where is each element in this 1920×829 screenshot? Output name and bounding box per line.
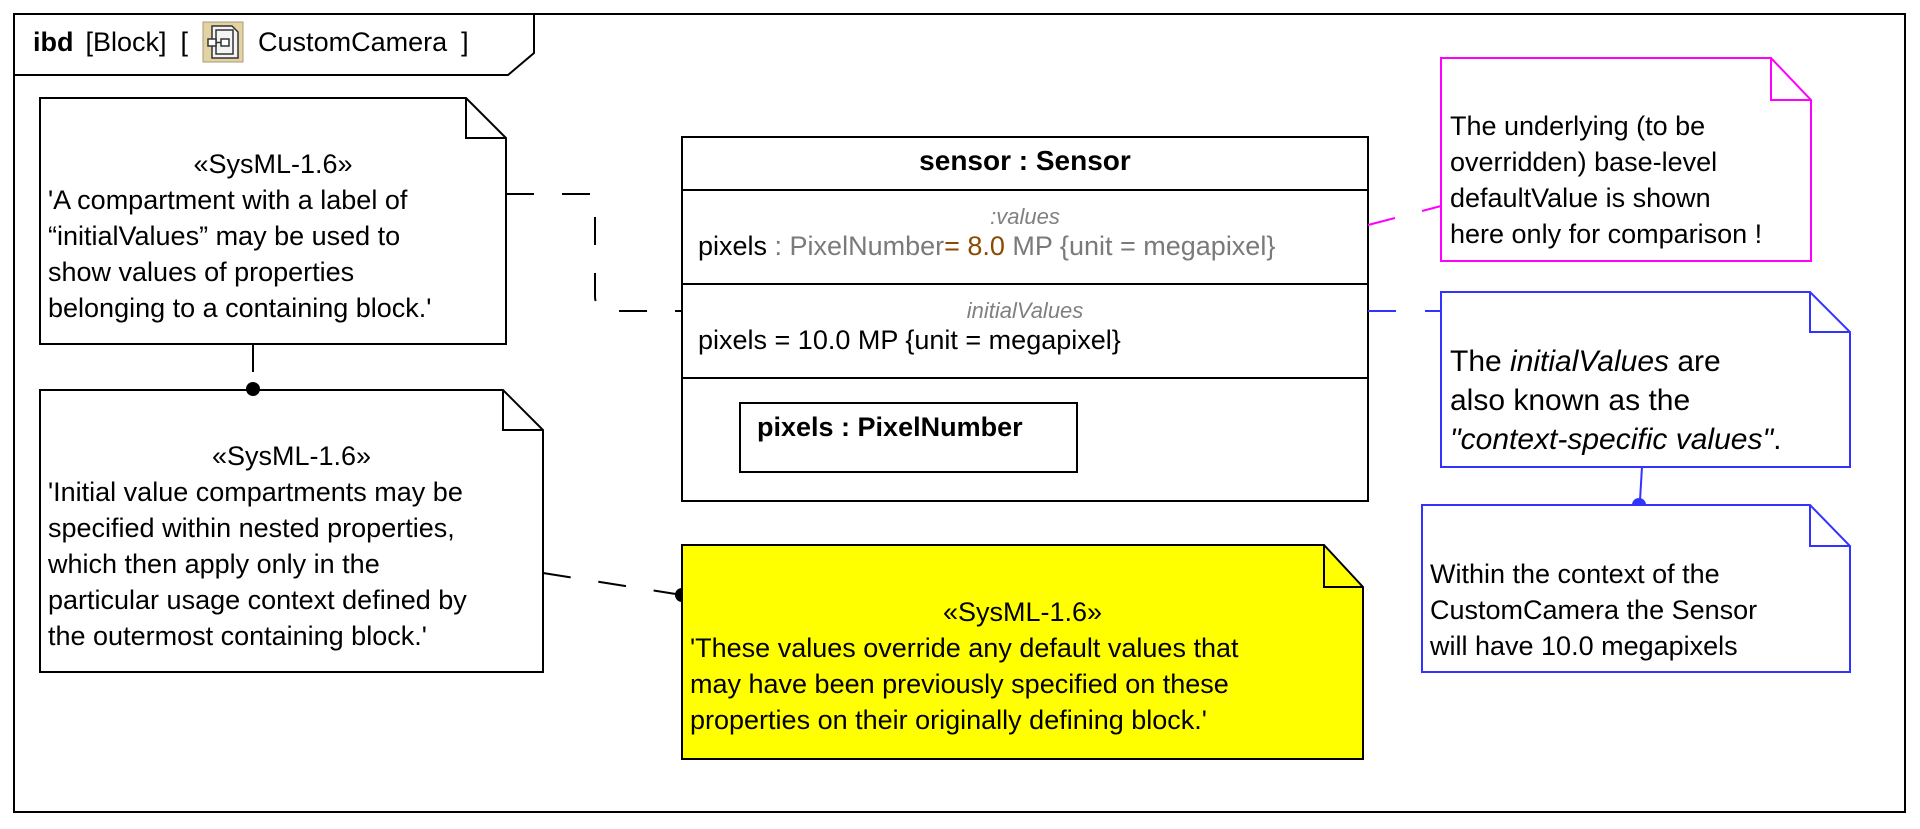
- sensor-block-title[interactable]: sensor : Sensor: [919, 145, 1131, 176]
- note-line: properties on their originally defining …: [690, 705, 1207, 735]
- values-compartment-label: :values: [990, 204, 1060, 229]
- property-type: PixelNumber: [789, 231, 945, 261]
- note-bottom-left[interactable]: «SysML-1.6» 'Initial value compartments …: [48, 438, 535, 654]
- element-type: [Block]: [85, 26, 167, 57]
- note-line: show values of properties: [48, 257, 355, 287]
- note-line: which then apply only in the: [48, 549, 380, 579]
- property-name: pixels: [698, 231, 768, 261]
- note-line: The underlying (to be: [1450, 111, 1706, 141]
- close-bracket: ]: [461, 26, 469, 57]
- frame-header: ibd [Block] [ CustomCamera ]: [33, 21, 469, 63]
- note-line: 'Initial value compartments may be: [48, 477, 463, 507]
- note-stereotype: «SysML-1.6»: [193, 149, 353, 179]
- note-blue-bottom[interactable]: Within the context of the CustomCamera t…: [1430, 556, 1757, 664]
- note-blue-top[interactable]: The initialValues are also known as the …: [1450, 342, 1781, 459]
- type-separator: :: [767, 231, 790, 261]
- note-stereotype: «SysML-1.6»: [942, 597, 1103, 627]
- note-line: will have 10.0 megapixels: [1430, 631, 1738, 661]
- note-line: defaultValue is shown: [1450, 183, 1711, 213]
- part-pixels-label[interactable]: pixels : PixelNumber: [757, 412, 1023, 442]
- note-yellow[interactable]: «SysML-1.6» 'These values override any d…: [690, 594, 1355, 738]
- diagram-kind: ibd: [33, 26, 74, 57]
- note-line: “initialValues” may be used to: [48, 221, 401, 251]
- initial-values-row[interactable]: pixels = 10.0 MP {unit = megapixel}: [698, 325, 1121, 355]
- note-line: here only for comparison !: [1450, 219, 1763, 249]
- note-line: also known as the: [1450, 384, 1691, 417]
- note-line: particular usage context defined by: [48, 585, 467, 615]
- note-line: Within the context of the: [1430, 559, 1720, 589]
- default-value: = 8.0: [944, 231, 1005, 261]
- note-text-run: The: [1450, 345, 1511, 378]
- diagram-frame: [13, 13, 1906, 813]
- open-bracket: [: [180, 26, 189, 57]
- note-line: the outermost containing block.': [48, 621, 427, 651]
- note-line: "context-specific values".: [1450, 420, 1781, 459]
- note-line: specified within nested properties,: [48, 513, 455, 543]
- values-row[interactable]: pixels : PixelNumber= 8.0 MP {unit = meg…: [698, 231, 1275, 262]
- note-italic-run: "context-specific values": [1450, 423, 1774, 456]
- note-top-left[interactable]: «SysML-1.6» 'A compartment with a label …: [48, 146, 498, 326]
- note-line: overridden) base-level: [1450, 147, 1718, 177]
- block-icon: [202, 21, 244, 63]
- initial-values-compartment-label: initialValues: [966, 298, 1084, 323]
- note-line: 'A compartment with a label of: [48, 185, 408, 215]
- note-line: 'These values override any default value…: [690, 633, 1239, 663]
- note-stereotype: «SysML-1.6»: [211, 441, 372, 471]
- note-line: may have been previously specified on th…: [690, 669, 1229, 699]
- note-line: CustomCamera the Sensor: [1430, 595, 1758, 625]
- note-text-run: are: [1669, 345, 1721, 378]
- note-line: belonging to a containing block.': [48, 293, 432, 323]
- unit-text: MP {unit = megapixel}: [1004, 231, 1276, 261]
- note-text-run: .: [1773, 423, 1782, 456]
- frame-element-name[interactable]: CustomCamera: [258, 26, 448, 57]
- note-magenta[interactable]: The underlying (to be overridden) base-l…: [1450, 108, 1762, 252]
- note-italic-run: initialValues: [1510, 345, 1670, 378]
- note-line: The initialValues are: [1450, 342, 1781, 381]
